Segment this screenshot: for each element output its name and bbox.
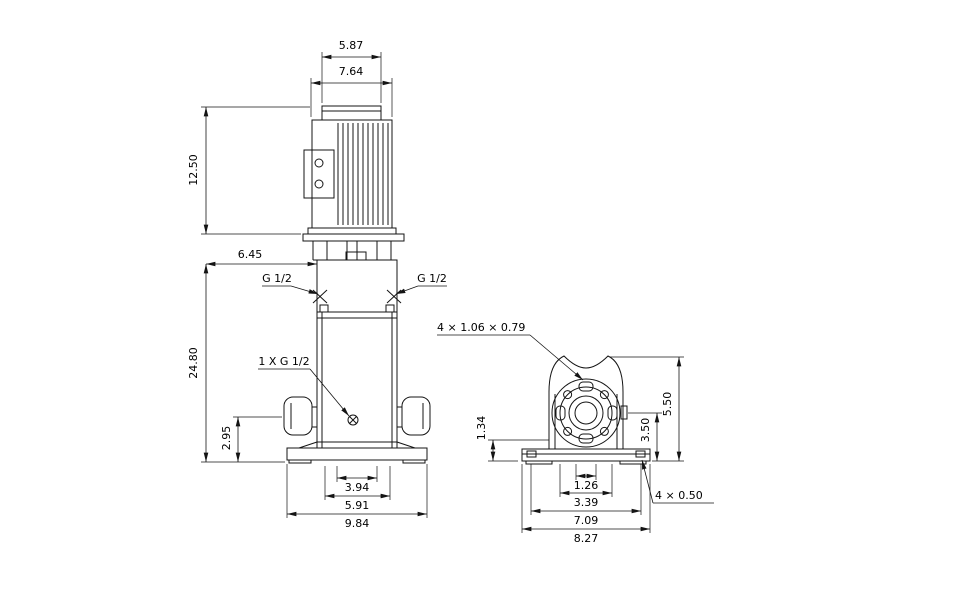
dim-total-height: 24.80: [187, 347, 200, 379]
drain-port-label: 1 X G 1/2: [258, 355, 309, 368]
end-flange: [551, 378, 628, 448]
motor-fan-cover: [321, 105, 382, 121]
dim-foot-height: 1.34: [475, 416, 488, 441]
base-hole-spec-label: 4 × 0.50: [655, 489, 703, 502]
dim-base-hole-span: 7.09: [574, 514, 599, 527]
dim-motor-width: 7.64: [339, 65, 364, 78]
dim-datum-offset: 6.45: [238, 248, 263, 261]
base-slot-right: [635, 450, 646, 458]
front-view-dimensions: 5.87 7.64 12.50 6.45 G 1/2 G 1/2 24.80 1…: [187, 39, 447, 530]
port-left-label: G 1/2: [262, 272, 292, 285]
dim-fan-cover-width: 5.87: [339, 39, 364, 52]
dim-flange-offset: 3.50: [639, 418, 652, 443]
chamber-stack: [316, 304, 398, 449]
motor-flange: [302, 227, 405, 242]
motor-fins: [337, 123, 389, 225]
front-view-pump: [283, 105, 431, 464]
dim-port-center-height: 2.95: [220, 426, 233, 451]
port-right-label: G 1/2: [417, 272, 447, 285]
slot-spec-label: 4 × 1.06 × 0.79: [437, 321, 525, 334]
dim-slot-span-inner: 1.26: [574, 479, 599, 492]
dim-base-plate-width: 8.27: [574, 532, 599, 545]
base-plate-front: [286, 441, 428, 464]
pump-bracket: [548, 355, 624, 449]
discharge-flange: [397, 396, 431, 436]
suction-flange: [283, 396, 317, 436]
motor-terminal-box: [303, 149, 335, 199]
base-plate-end: [521, 448, 651, 465]
pump-head: [312, 251, 402, 313]
end-view-pump: [521, 355, 651, 465]
motor-body: [311, 119, 393, 229]
dim-chamber-width: 3.94: [345, 481, 370, 494]
coupling-guard: [312, 241, 392, 261]
dim-motor-height: 12.50: [187, 154, 200, 186]
dim-sleeve-width: 5.91: [345, 499, 370, 512]
base-slot-left: [526, 450, 537, 458]
dim-base-width: 9.84: [345, 517, 370, 530]
drain-plug: [347, 414, 359, 426]
dim-bracket-height: 5.50: [661, 392, 674, 417]
dim-slot-span-outer: 3.39: [574, 496, 599, 509]
end-view-dimensions: 4 × 1.06 × 0.79 1.34 3.50 5.50 1.26 3.39…: [437, 321, 714, 545]
